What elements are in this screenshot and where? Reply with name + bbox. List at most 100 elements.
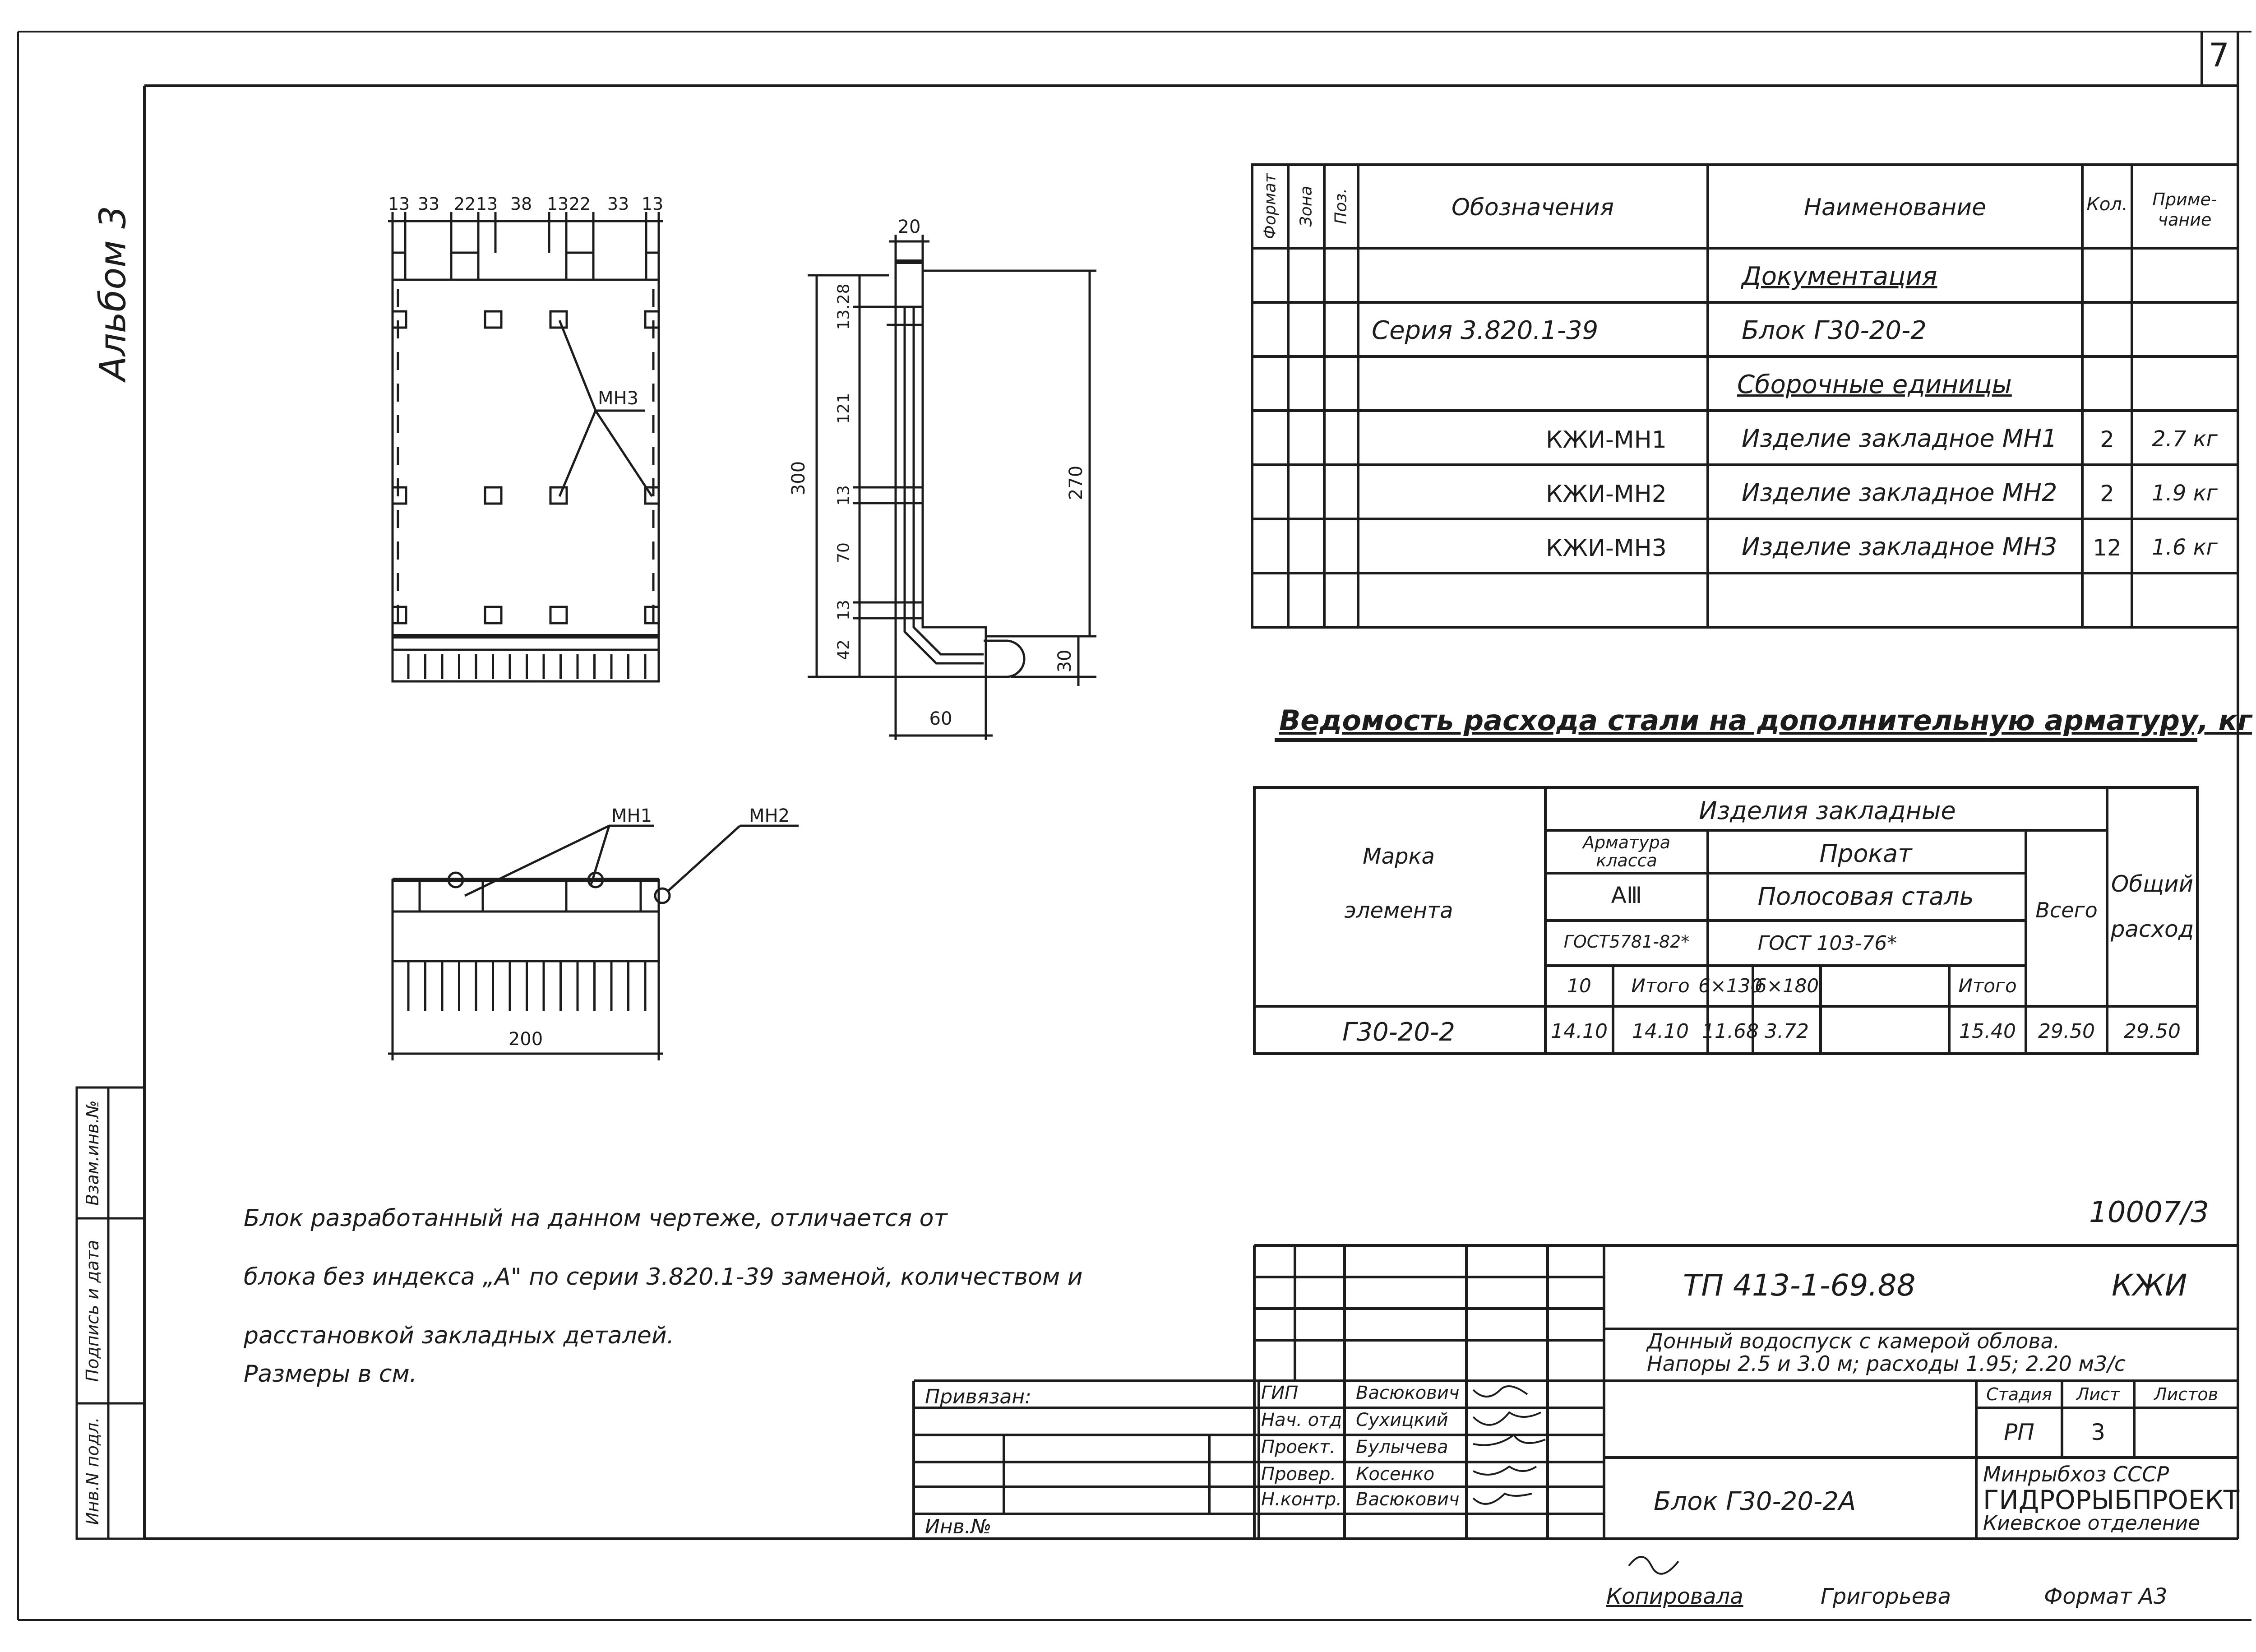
- role-label: Нач. отд.: [1261, 1410, 1348, 1430]
- dim-label: 121: [834, 393, 853, 424]
- row-naim: Изделие закладное МН3: [1742, 532, 2057, 561]
- steel-row-value: 11.68: [1702, 1020, 1759, 1043]
- person-name: Сухицкий: [1356, 1410, 1448, 1430]
- dim-label: 33: [607, 194, 629, 214]
- row-naim: Изделие закладное МН2: [1742, 478, 2057, 507]
- steel-armatura-1: Арматура: [1582, 833, 1671, 852]
- header-prim-2: чание: [2158, 210, 2212, 230]
- dim-200: 200: [508, 1029, 543, 1050]
- steel-row-mark: Г30-20-2: [1342, 1018, 1455, 1047]
- role-label: ГИП: [1261, 1383, 1299, 1403]
- row-prim: 2.7 кг: [2152, 426, 2218, 452]
- row-oboz: Серия 3.820.1-39: [1372, 316, 1599, 345]
- dim-60: 60: [929, 708, 952, 729]
- row-prim: 1.9 кг: [2152, 481, 2218, 506]
- signatures: [1472, 1385, 1679, 1575]
- row-naim: Сборочные единицы: [1737, 370, 2012, 399]
- role-label: Проект.: [1261, 1437, 1336, 1458]
- doc-number: 10007/3: [2089, 1196, 2209, 1229]
- front-view: [388, 212, 663, 683]
- row-naim: Документация: [1742, 262, 1937, 291]
- steel-armatura-2: класса: [1596, 851, 1657, 870]
- copied-by-label: Копировала: [1606, 1584, 1743, 1609]
- header-naim: Наименование: [1803, 194, 1987, 221]
- steel-row-value: 15.40: [1959, 1020, 2016, 1043]
- stamp-vzam: Взам.инв.№: [83, 1100, 102, 1206]
- dim-label: 13: [388, 194, 410, 214]
- album-label: Альбом 3: [92, 206, 134, 381]
- steel-marka-2: элемента: [1344, 898, 1453, 923]
- label-mn1: МН1: [611, 805, 652, 826]
- role-label: Н.контр.: [1261, 1489, 1342, 1510]
- steel-obsh-1: Общий: [2111, 871, 2194, 897]
- list-label: Лист: [2076, 1384, 2120, 1404]
- dim-label: 13.28: [834, 283, 853, 330]
- bottom-view: [388, 824, 799, 1060]
- steel-polosovaya: Полосовая сталь: [1757, 882, 1974, 911]
- row-kol: 2: [2100, 426, 2114, 453]
- steel-a3: АⅢ: [1611, 882, 1642, 908]
- header-poz: Поз.: [1331, 188, 1350, 224]
- format-label: Формат А3: [2044, 1584, 2168, 1609]
- label-mn2: МН2: [749, 805, 790, 826]
- steel-marka-1: Марка: [1363, 844, 1435, 869]
- dim-label: 13: [641, 194, 664, 214]
- org-1: Минрыбхоз СССР: [1983, 1462, 2169, 1486]
- copied-by-name: Григорьева: [1821, 1584, 1951, 1609]
- person-name: Булычева: [1356, 1437, 1448, 1458]
- steel-row-value: 3.72: [1765, 1020, 1809, 1043]
- row-kol: 12: [2093, 535, 2122, 561]
- dim-label: 42: [834, 639, 853, 660]
- dim-label: 38: [510, 194, 532, 214]
- note-line: Блок разработанный на данном чертеже, от…: [244, 1205, 948, 1232]
- dim-label: 13: [834, 600, 853, 620]
- note-line: Размеры в см.: [244, 1360, 417, 1388]
- dim-20: 20: [897, 217, 921, 237]
- project-mark: КЖИ: [2112, 1268, 2187, 1303]
- dim-label: 22: [453, 194, 476, 214]
- steel-izdelia: Изделия закладные: [1699, 796, 1956, 825]
- steel-row-value: 14.10: [1632, 1020, 1689, 1043]
- dim-300: 300: [788, 461, 809, 496]
- steel-table-grid: [1253, 738, 2199, 1055]
- stamp-inv-podl: Инв.N подл.: [83, 1417, 102, 1525]
- row-oboz: КЖИ-МН3: [1546, 535, 1667, 562]
- label-mn3: МН3: [598, 388, 639, 409]
- spec-table-grid: [1251, 163, 2239, 629]
- note-line: блока без индекса „А" по серии 3.820.1-3…: [244, 1263, 1083, 1291]
- steel-sub-header: Итого: [1631, 975, 1690, 997]
- header-zona: Зона: [1297, 185, 1316, 227]
- dim-30: 30: [1054, 649, 1075, 673]
- sheet-name: Блок Г30-20-2А: [1654, 1487, 1856, 1516]
- steel-obsh-2: расход: [2110, 916, 2194, 942]
- steel-sub-header: 6×180: [1754, 975, 1819, 997]
- steel-gost103: ГОСТ 103-76*: [1757, 932, 1897, 955]
- header-prim-1: Приме-: [2152, 190, 2217, 209]
- steel-title: Ведомость расхода стали на дополнительну…: [1279, 704, 2252, 737]
- stamp-podpis: Подпись и дата: [83, 1240, 102, 1382]
- dim-label: 13: [476, 194, 498, 214]
- privyazan-label: Привязан:: [925, 1385, 1031, 1408]
- steel-vsego: Всего: [2035, 898, 2098, 922]
- person-name: Васюкович: [1356, 1489, 1460, 1510]
- dim-label: 33: [417, 194, 440, 214]
- side-section: [808, 235, 1096, 740]
- bottom-view-teeth: [407, 961, 647, 1011]
- steel-row-value: 29.50: [2038, 1020, 2095, 1043]
- project-title-2: Напоры 2.5 и 3.0 м; расходы 1.95; 2.20 м…: [1647, 1351, 2126, 1376]
- header-oboz: Обозначения: [1451, 194, 1614, 221]
- front-view-teeth: [407, 654, 647, 679]
- header-format: Формат: [1261, 173, 1280, 240]
- stadiya-value: РП: [2004, 1419, 2034, 1445]
- dim-label: 22: [569, 194, 591, 214]
- list-value: 3: [2091, 1419, 2105, 1445]
- note-line: расстановкой закладных деталей.: [244, 1322, 675, 1349]
- project-code: ТП 413-1-69.88: [1683, 1268, 1916, 1303]
- steel-sub-header: Итого: [1958, 975, 2017, 997]
- listov-label: Листов: [2154, 1384, 2218, 1404]
- dim-label: 70: [834, 542, 853, 563]
- dim-label: 13: [834, 485, 853, 506]
- stadiya-label: Стадия: [1986, 1384, 2052, 1404]
- steel-row-value: 29.50: [2124, 1020, 2181, 1043]
